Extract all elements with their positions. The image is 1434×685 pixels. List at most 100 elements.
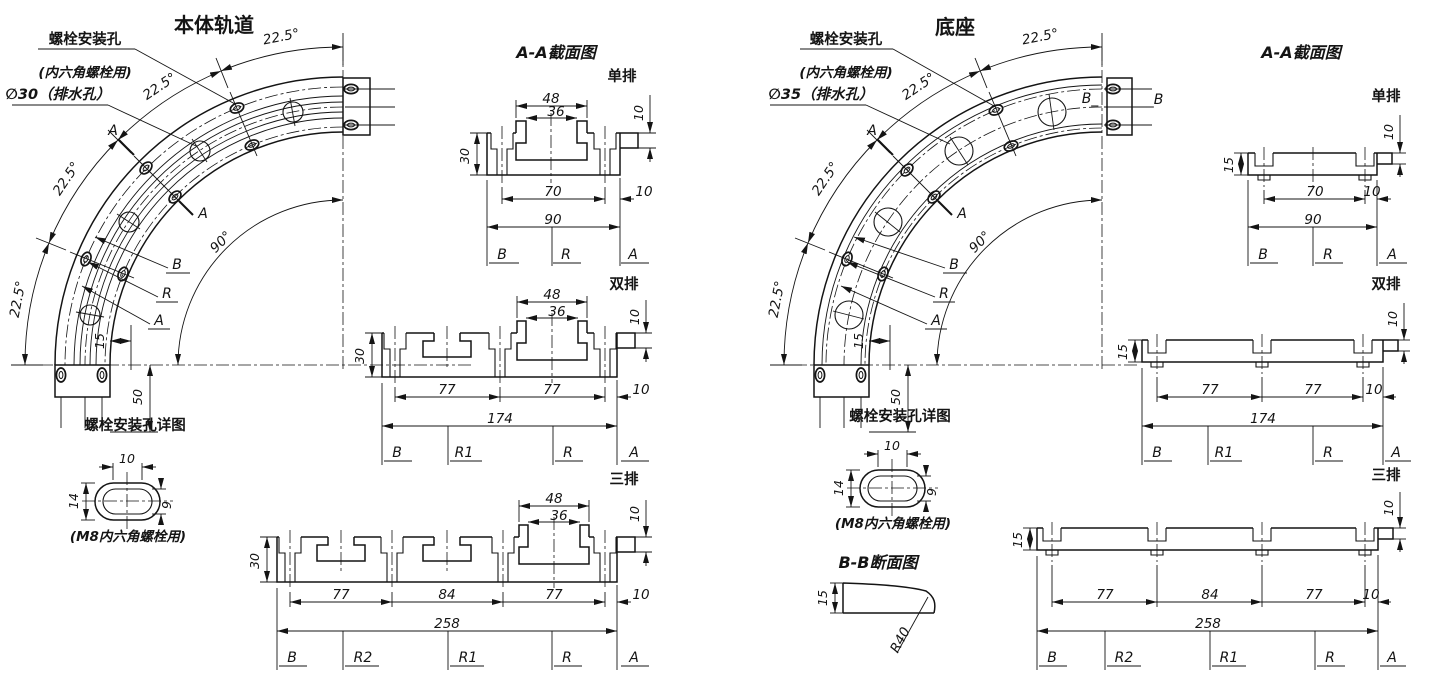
dim-70: 70 [544, 184, 561, 200]
dim-10-bottom: 10 [1365, 382, 1382, 398]
dim-10-side: 10 [1381, 124, 1396, 140]
right-section-title: A-A截面图 [1259, 43, 1343, 62]
row-label: 双排 [1372, 275, 1401, 293]
detail-dim-width: 10 [119, 451, 135, 466]
row-label: 三排 [610, 470, 639, 488]
axis-label: R [1323, 247, 1333, 263]
dim-77a: 77 [332, 587, 350, 603]
row-label: 双排 [610, 275, 639, 293]
dim-70: 70 [1306, 184, 1323, 200]
dim-30: 30 [352, 348, 367, 364]
right-section-single: 单排 10 15 70 10 90 B R A [1221, 87, 1407, 266]
left-section-single: 48 36 单排 10 30 70 10 90 B [457, 67, 656, 266]
axis-label: B [497, 247, 507, 263]
axis-label: R [1323, 445, 1333, 461]
radial-label-a: A [153, 313, 164, 329]
bb-section-view: B-B断面图 15 R40 [815, 553, 936, 656]
dim-10-side: 10 [627, 506, 642, 522]
drain-hole [189, 140, 211, 162]
dim-10-bottom: 10 [632, 382, 649, 398]
left-title: 本体轨道 [174, 13, 254, 37]
row-label: 单排 [1372, 87, 1401, 105]
right-drawing: 底座 B_ _B [766, 15, 1411, 670]
counterbore-hole [491, 537, 515, 582]
dim-30: 30 [247, 553, 262, 569]
dim-77a: 77 [1096, 587, 1114, 603]
slot-inner [867, 475, 918, 502]
axis-label: R2 [354, 650, 373, 666]
dim-10-bottom: 10 [1363, 184, 1380, 200]
axis-label: B [392, 445, 402, 461]
dim-48: 48 [542, 91, 559, 107]
counterbore-hole [380, 537, 404, 582]
dim-15: 15 [1115, 344, 1130, 360]
dim-10-side: 10 [627, 309, 642, 325]
counterbore-hole [488, 333, 512, 377]
drain-hole [79, 304, 101, 326]
dim-36: 36 [547, 104, 564, 120]
counterbore-hole [593, 133, 617, 175]
axis-label: R1 [1220, 650, 1239, 666]
detail-dim-inner: 9 [159, 501, 174, 509]
axis-label: R [1325, 650, 1335, 666]
dim-174: 174 [1250, 411, 1276, 427]
detail-title: 螺栓安装孔详图 [84, 416, 186, 434]
row-label: 单排 [608, 67, 637, 85]
dim-15: 15 [1221, 157, 1236, 173]
slot-inner [102, 488, 153, 515]
dim-77b: 77 [1304, 382, 1322, 398]
axis-label: R1 [1215, 445, 1234, 461]
dim-48: 48 [543, 287, 560, 303]
dim-50: 50 [130, 389, 145, 405]
dim-90: 90 [544, 212, 561, 228]
dim-10-side: 10 [1385, 311, 1400, 327]
dim-36: 36 [550, 508, 567, 524]
axis-label: R2 [1115, 650, 1134, 666]
dim-77b: 77 [545, 587, 563, 603]
drain-hole [118, 211, 140, 233]
right-sections: A-A截面图 单排 10 15 70 10 [1010, 43, 1411, 670]
dim-174: 174 [487, 411, 513, 427]
section-marker-label: A [866, 123, 877, 139]
dim-30: 30 [457, 148, 472, 164]
dim-15: 15 [1010, 532, 1025, 548]
right-detail-view: 螺栓安装孔详图 10 14 9 (M8内六角螺栓用) [831, 407, 951, 532]
dim-77b: 77 [1305, 587, 1323, 603]
axis-label: A [1390, 445, 1401, 461]
drain-hole [1037, 97, 1067, 127]
radial-label-b: B [172, 257, 182, 273]
dim-10-bottom: 10 [635, 184, 652, 200]
detail-dim-width: 10 [884, 438, 900, 453]
section-cut-mark [117, 138, 135, 156]
row-label: 三排 [1372, 466, 1401, 484]
detail-caption: (M8内六角螺栓用) [70, 529, 186, 545]
section-marker-label: A [107, 123, 118, 139]
axis-label: A [1386, 247, 1397, 263]
bb-dim-15: 15 [815, 590, 830, 606]
angle-label: 22.5° [1021, 26, 1060, 49]
section-marker-label: A [197, 206, 208, 222]
left-sections: A-A截面图 48 36 单排 10 30 [247, 43, 656, 670]
dim-15: 15 [851, 333, 866, 349]
dim-77b: 77 [543, 382, 561, 398]
dim-84: 84 [1201, 587, 1218, 603]
angle-label: 22.5° [262, 26, 301, 49]
axis-label: A [1386, 650, 1397, 666]
callout-bolt-hole: 螺栓安装孔 [49, 30, 122, 48]
dim-10-side: 10 [631, 105, 646, 121]
left-section-title: A-A截面图 [514, 43, 598, 62]
axis-label: R1 [455, 445, 474, 461]
angle-dim-arc [220, 43, 344, 72]
axis-label: B [1047, 650, 1057, 666]
axis-label: R [562, 650, 572, 666]
callout-hex-bolt: (内六角螺栓用) [38, 65, 131, 81]
callout-hex-bolt: (内六角螺栓用) [799, 65, 892, 81]
bb-title: B-B断面图 [838, 553, 920, 572]
section-cut-mark [876, 138, 894, 156]
dim-258: 258 [434, 616, 460, 632]
slot-outer [94, 482, 161, 521]
counterbore-hole [383, 333, 407, 377]
left-arc-assembly: 22.5° 22.5° 22.5° 22.5° 90° A A B R A 15… [5, 26, 472, 433]
detail-caption: (M8内六角螺栓用) [835, 516, 951, 532]
